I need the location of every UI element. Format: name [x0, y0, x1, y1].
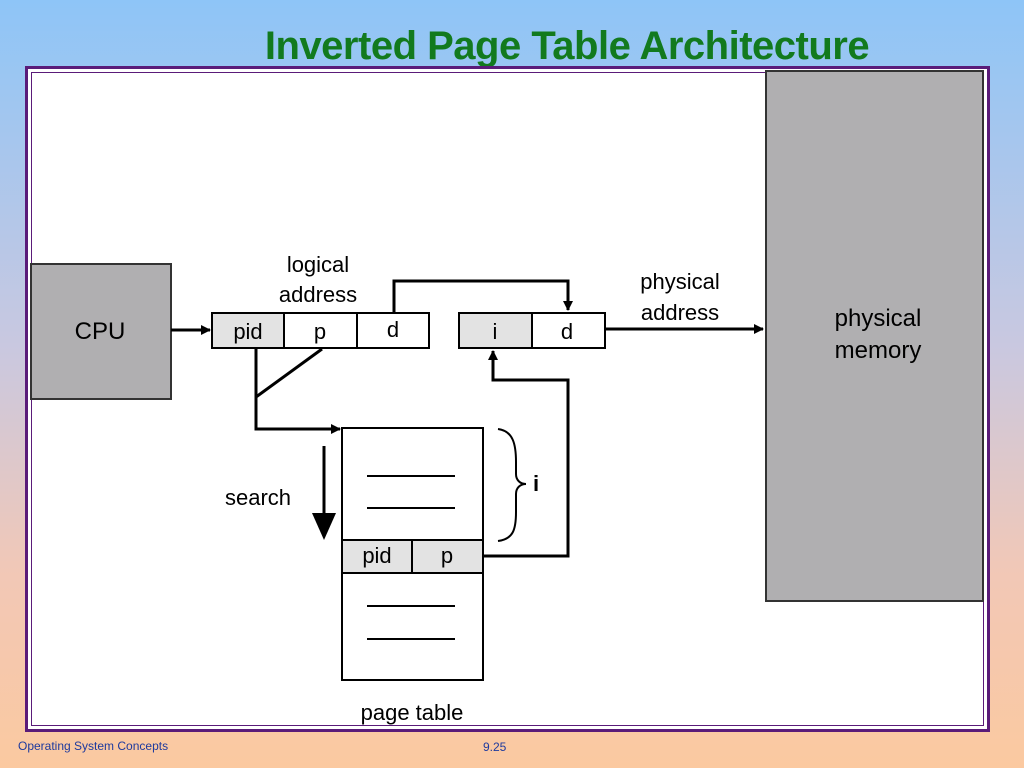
footer-course-title: Operating System Concepts	[18, 739, 169, 753]
physical-address-label-line-1: physical	[640, 269, 719, 294]
p-to-page-table-line	[255, 347, 323, 399]
index-label: i	[533, 471, 539, 496]
physical-memory-box: physical memory	[765, 70, 984, 602]
search-label: search	[225, 485, 291, 510]
index-brace	[497, 428, 527, 542]
page-table-entry-pid: pid	[362, 543, 391, 568]
logical-address-label-line-2: address	[279, 282, 357, 307]
physical-memory-label-line-2: memory	[835, 337, 922, 364]
cpu-label: CPU	[75, 318, 126, 345]
physical-field-i: i	[493, 319, 498, 344]
logical-address-label-line-1: logical	[287, 252, 349, 277]
logical-field-p: p	[314, 319, 326, 344]
page-table-label: page table	[361, 700, 464, 725]
physical-field-d: d	[561, 319, 573, 344]
physical-address-label-line-2: address	[641, 300, 719, 325]
page-table-entry-p: p	[441, 543, 453, 568]
cpu-box: CPU	[30, 263, 172, 400]
footer-page-number: 9.25	[483, 740, 507, 754]
logical-address-register: pid p d	[211, 312, 430, 349]
logical-field-d: d	[387, 317, 399, 342]
search-arrow-head	[312, 513, 336, 540]
logical-field-pid: pid	[233, 319, 262, 344]
page-table: pid p	[341, 427, 484, 681]
physical-address-register: i d	[458, 312, 606, 349]
physical-memory-label-line-1: physical	[835, 305, 922, 332]
offset-copy-arrow	[392, 279, 573, 313]
pid-to-page-table-arrow	[254, 348, 341, 434]
slide-title: Inverted Page Table Architecture	[264, 24, 870, 68]
index-to-physical-arrow	[483, 350, 570, 558]
